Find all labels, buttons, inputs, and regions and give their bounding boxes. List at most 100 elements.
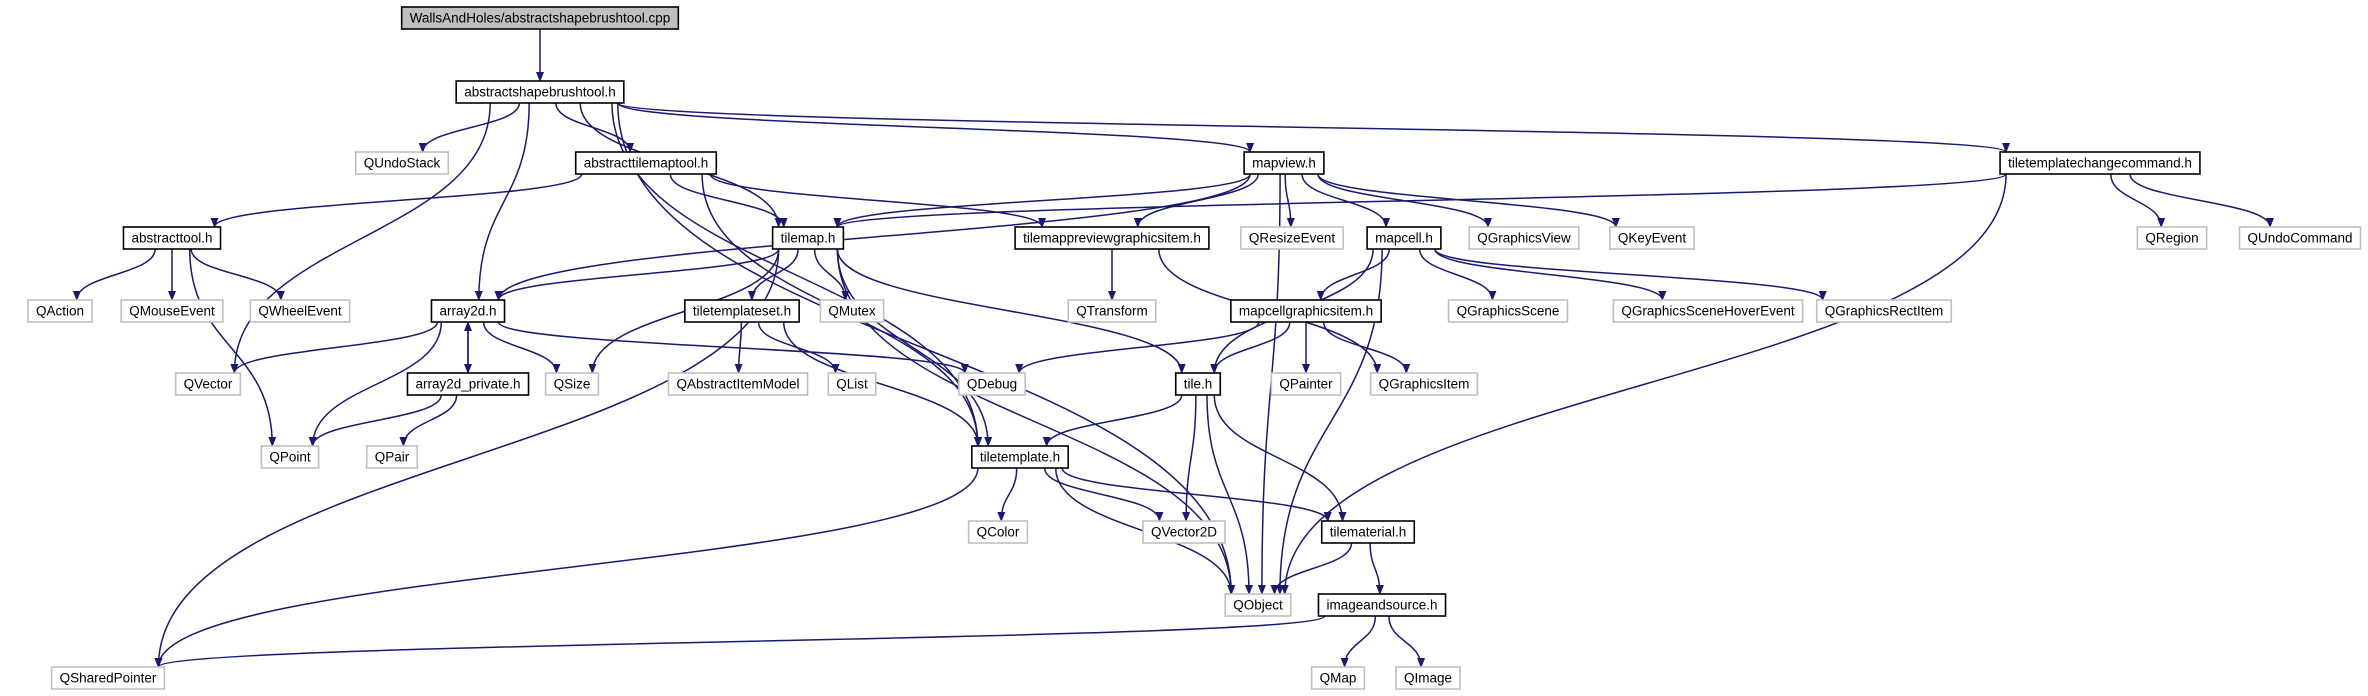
node-label: array2d.h	[439, 304, 496, 319]
node-box	[827, 372, 877, 396]
node-label: QObject	[1233, 598, 1283, 613]
node-box	[1320, 520, 1416, 544]
node-qpair: QPair	[365, 445, 419, 469]
nodes: WallsAndHoles/abstractshapebrushtool.cpp…	[27, 6, 2362, 690]
node-qgraphicsitem: QGraphicsItem	[1369, 372, 1479, 396]
node-box	[122, 226, 222, 250]
node-qpoint: QPoint	[260, 445, 320, 469]
node-label: QMutex	[828, 304, 876, 319]
node-label: abstracttilemaptool.h	[584, 156, 709, 171]
node-qundocommand: QUndoCommand	[2238, 226, 2362, 250]
node-box	[27, 299, 93, 323]
node-label: tile.h	[1184, 377, 1213, 392]
node-qkeyevent: QKeyEvent	[1609, 226, 1695, 250]
edge-tilemap-to-array2d	[494, 248, 780, 301]
node-label: WallsAndHoles/abstractshapebrushtool.cpp	[410, 11, 671, 26]
edge-imageandsource-to-qsharedpointer	[154, 615, 1326, 668]
node-label: QKeyEvent	[1618, 231, 1687, 246]
node-box	[819, 299, 885, 323]
node-label: abstractshapebrushtool.h	[464, 85, 616, 100]
edge-ttcc-to-tilemap	[833, 173, 2007, 228]
node-imageandsource: imageandsource.h	[1317, 593, 1447, 617]
node-qvector2d: QVector2D	[1142, 520, 1226, 544]
node-box	[260, 445, 320, 469]
node-box	[1317, 593, 1447, 617]
node-root: WallsAndHoles/abstractshapebrushtool.cpp	[400, 6, 680, 30]
edge-tileh-to-qobject	[1206, 394, 1253, 595]
edge-tilemap-to-qsharedpointer	[154, 248, 780, 668]
node-box	[1243, 151, 1325, 175]
edge-imageandsource-to-qmap	[1340, 615, 1377, 668]
edge-tiletemplate-to-qcolor	[997, 467, 1018, 522]
edge-mapview-to-mapcell	[1301, 173, 1390, 228]
node-label: QSharedPointer	[60, 671, 157, 686]
node-qgshe: QGraphicsSceneHoverEvent	[1612, 299, 1804, 323]
edge-mapcell-to-qgraphicsscene	[1418, 248, 1497, 301]
node-box	[50, 666, 166, 690]
node-label: QGraphicsRectItem	[1825, 304, 1944, 319]
node-label: QGraphicsScene	[1457, 304, 1560, 319]
node-label: QDebug	[967, 377, 1017, 392]
node-box	[1067, 299, 1157, 323]
edge-tileh-to-tiletemplate	[1042, 394, 1183, 447]
node-a2dp: array2d_private.h	[406, 372, 530, 396]
node-label: mapcellgraphicsitem.h	[1239, 304, 1373, 319]
node-box	[174, 372, 242, 396]
node-box	[2136, 226, 2208, 250]
edge-array2d-to-qvector	[230, 321, 439, 374]
node-qaim: QAbstractItemModel	[667, 372, 809, 396]
edge-asbt-to-array2d	[474, 102, 530, 301]
node-qpainter: QPainter	[1270, 372, 1342, 396]
node-mapcell: mapcell.h	[1366, 226, 1442, 250]
node-qmutex: QMutex	[819, 299, 885, 323]
edge-mapview-to-qresizeevent	[1284, 173, 1295, 228]
node-box	[1174, 372, 1222, 396]
node-label: QVector	[184, 377, 233, 392]
node-box	[249, 299, 351, 323]
edge-tileh-to-tilematerial	[1213, 394, 1347, 522]
node-box	[684, 299, 800, 323]
node-box	[400, 6, 680, 30]
edge-tilematerial-to-qobject	[1270, 542, 1353, 595]
node-qlist: QList	[827, 372, 877, 396]
node-label: QWheelEvent	[258, 304, 342, 319]
node-tiletemplateset: tiletemplateset.h	[684, 299, 800, 323]
edge-tiletemplateset-to-qaim	[734, 321, 743, 374]
edges	[72, 29, 2274, 668]
edge-mapcell-to-qgri	[1434, 248, 1827, 301]
node-label: QColor	[977, 525, 1020, 540]
node-qregion: QRegion	[2136, 226, 2208, 250]
node-tileh: tile.h	[1174, 372, 1222, 396]
node-box	[1240, 226, 1344, 250]
edge-atmt-to-abstracttool	[210, 173, 583, 228]
edge-tiletemplate-to-qsharedpointer	[154, 467, 979, 668]
node-abstracttool: abstracttool.h	[122, 226, 222, 250]
edge-mapcell-to-mcgi	[1316, 248, 1391, 301]
edge-asbt-to-ttcc	[617, 102, 2010, 153]
node-label: QAction	[36, 304, 84, 319]
edge-a2dp-to-qpair	[399, 394, 458, 447]
node-tilemap: tilemap.h	[771, 226, 845, 250]
node-box	[1014, 226, 1210, 250]
node-qgraphicsview: QGraphicsView	[1468, 226, 1580, 250]
node-label: QGraphicsItem	[1379, 377, 1470, 392]
node-box	[365, 445, 419, 469]
node-box	[1366, 226, 1442, 250]
edge-mcgi-to-qgraphicsitem	[1322, 321, 1411, 374]
node-atmt: abstracttilemaptool.h	[574, 151, 718, 175]
node-mcgi: mapcellgraphicsitem.h	[1230, 299, 1382, 323]
node-label: abstracttool.h	[131, 231, 212, 246]
node-box	[1612, 299, 1804, 323]
node-qresizeevent: QResizeEvent	[1240, 226, 1344, 250]
node-label: imageandsource.h	[1326, 598, 1437, 613]
node-label: QGraphicsView	[1477, 231, 1571, 246]
node-box	[771, 226, 845, 250]
edge-imageandsource-to-qimage	[1388, 615, 1426, 668]
node-box	[574, 151, 718, 175]
node-label: tiletemplatechangecommand.h	[2008, 156, 2192, 171]
node-box	[1142, 520, 1226, 544]
node-qdebug: QDebug	[958, 372, 1026, 396]
node-box	[667, 372, 809, 396]
node-box	[354, 151, 450, 175]
